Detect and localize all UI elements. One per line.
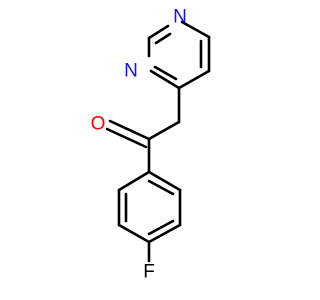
bond-a1-a2 — [147, 170, 182, 192]
ketone-linker — [105, 86, 181, 174]
bond-n1-c6 — [180, 20, 211, 39]
atom-f: F — [143, 262, 155, 283]
fluorophenyl-ring — [117, 170, 182, 263]
atom-o: O — [91, 114, 106, 135]
bond-c2-n1 — [147, 24, 170, 40]
bond-ch2-co — [147, 120, 181, 141]
bond-c5-c4 — [177, 69, 211, 90]
pyrimidine-ring — [147, 20, 211, 90]
atom-labels: N N O F — [91, 7, 187, 283]
bond-a6-a1 — [117, 170, 151, 192]
bond-c4-n3-inner — [153, 65, 178, 81]
bond-co-o — [108, 119, 151, 141]
bond-c2-n1-inner — [154, 32, 172, 45]
bond-a3-a4-inner — [147, 219, 175, 236]
atom-n1: N — [173, 7, 187, 28]
bond-co-o-double — [105, 127, 148, 149]
bond-a3-a4 — [147, 223, 182, 244]
bond-c4-n3 — [149, 69, 181, 90]
bond-a1-a2-inner — [147, 179, 175, 196]
bond-a4-a5 — [117, 223, 151, 244]
atom-n3: N — [124, 61, 138, 82]
molecule-structure: N N O F — [91, 7, 211, 283]
